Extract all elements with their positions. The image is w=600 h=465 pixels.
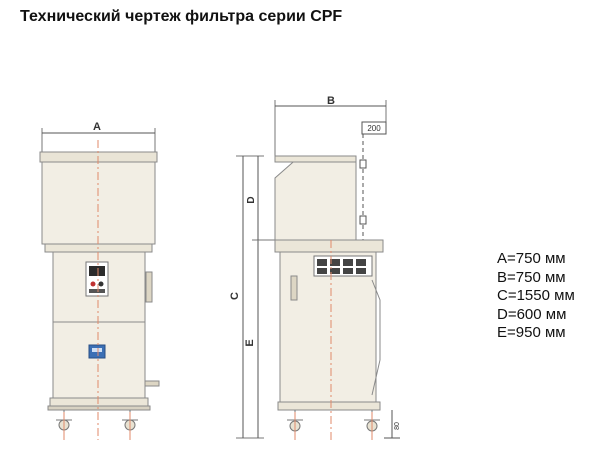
- dimension-b-value: B=750 мм: [497, 268, 566, 286]
- dimension-list: A=750 мм B=750 мм C=1550 мм D=600 мм E=9…: [497, 250, 575, 343]
- dimension-label-c: C: [229, 292, 241, 300]
- side-view: B 200 D: [246, 95, 401, 440]
- dimension-e-value: E=950 мм: [497, 324, 566, 341]
- dimension-label-b: B: [327, 95, 335, 107]
- front-view: A: [39, 121, 160, 440]
- dimension-a-value: A=750 мм: [497, 250, 566, 267]
- vertical-dimensions: C E: [229, 155, 276, 439]
- dimension-c-value: C=1550 мм: [497, 287, 575, 304]
- dimension-label-200: 200: [367, 124, 381, 133]
- dimension-label-e: E: [244, 339, 256, 346]
- dimension-d-value: D=600 мм: [497, 305, 567, 323]
- page-title: Технический чертеж фильтра серии CPF: [20, 8, 343, 25]
- dimension-label-80: 80: [394, 422, 401, 430]
- dimension-label-a: A: [93, 121, 101, 133]
- grille: [313, 255, 373, 277]
- dimension-label-d: D: [246, 196, 257, 203]
